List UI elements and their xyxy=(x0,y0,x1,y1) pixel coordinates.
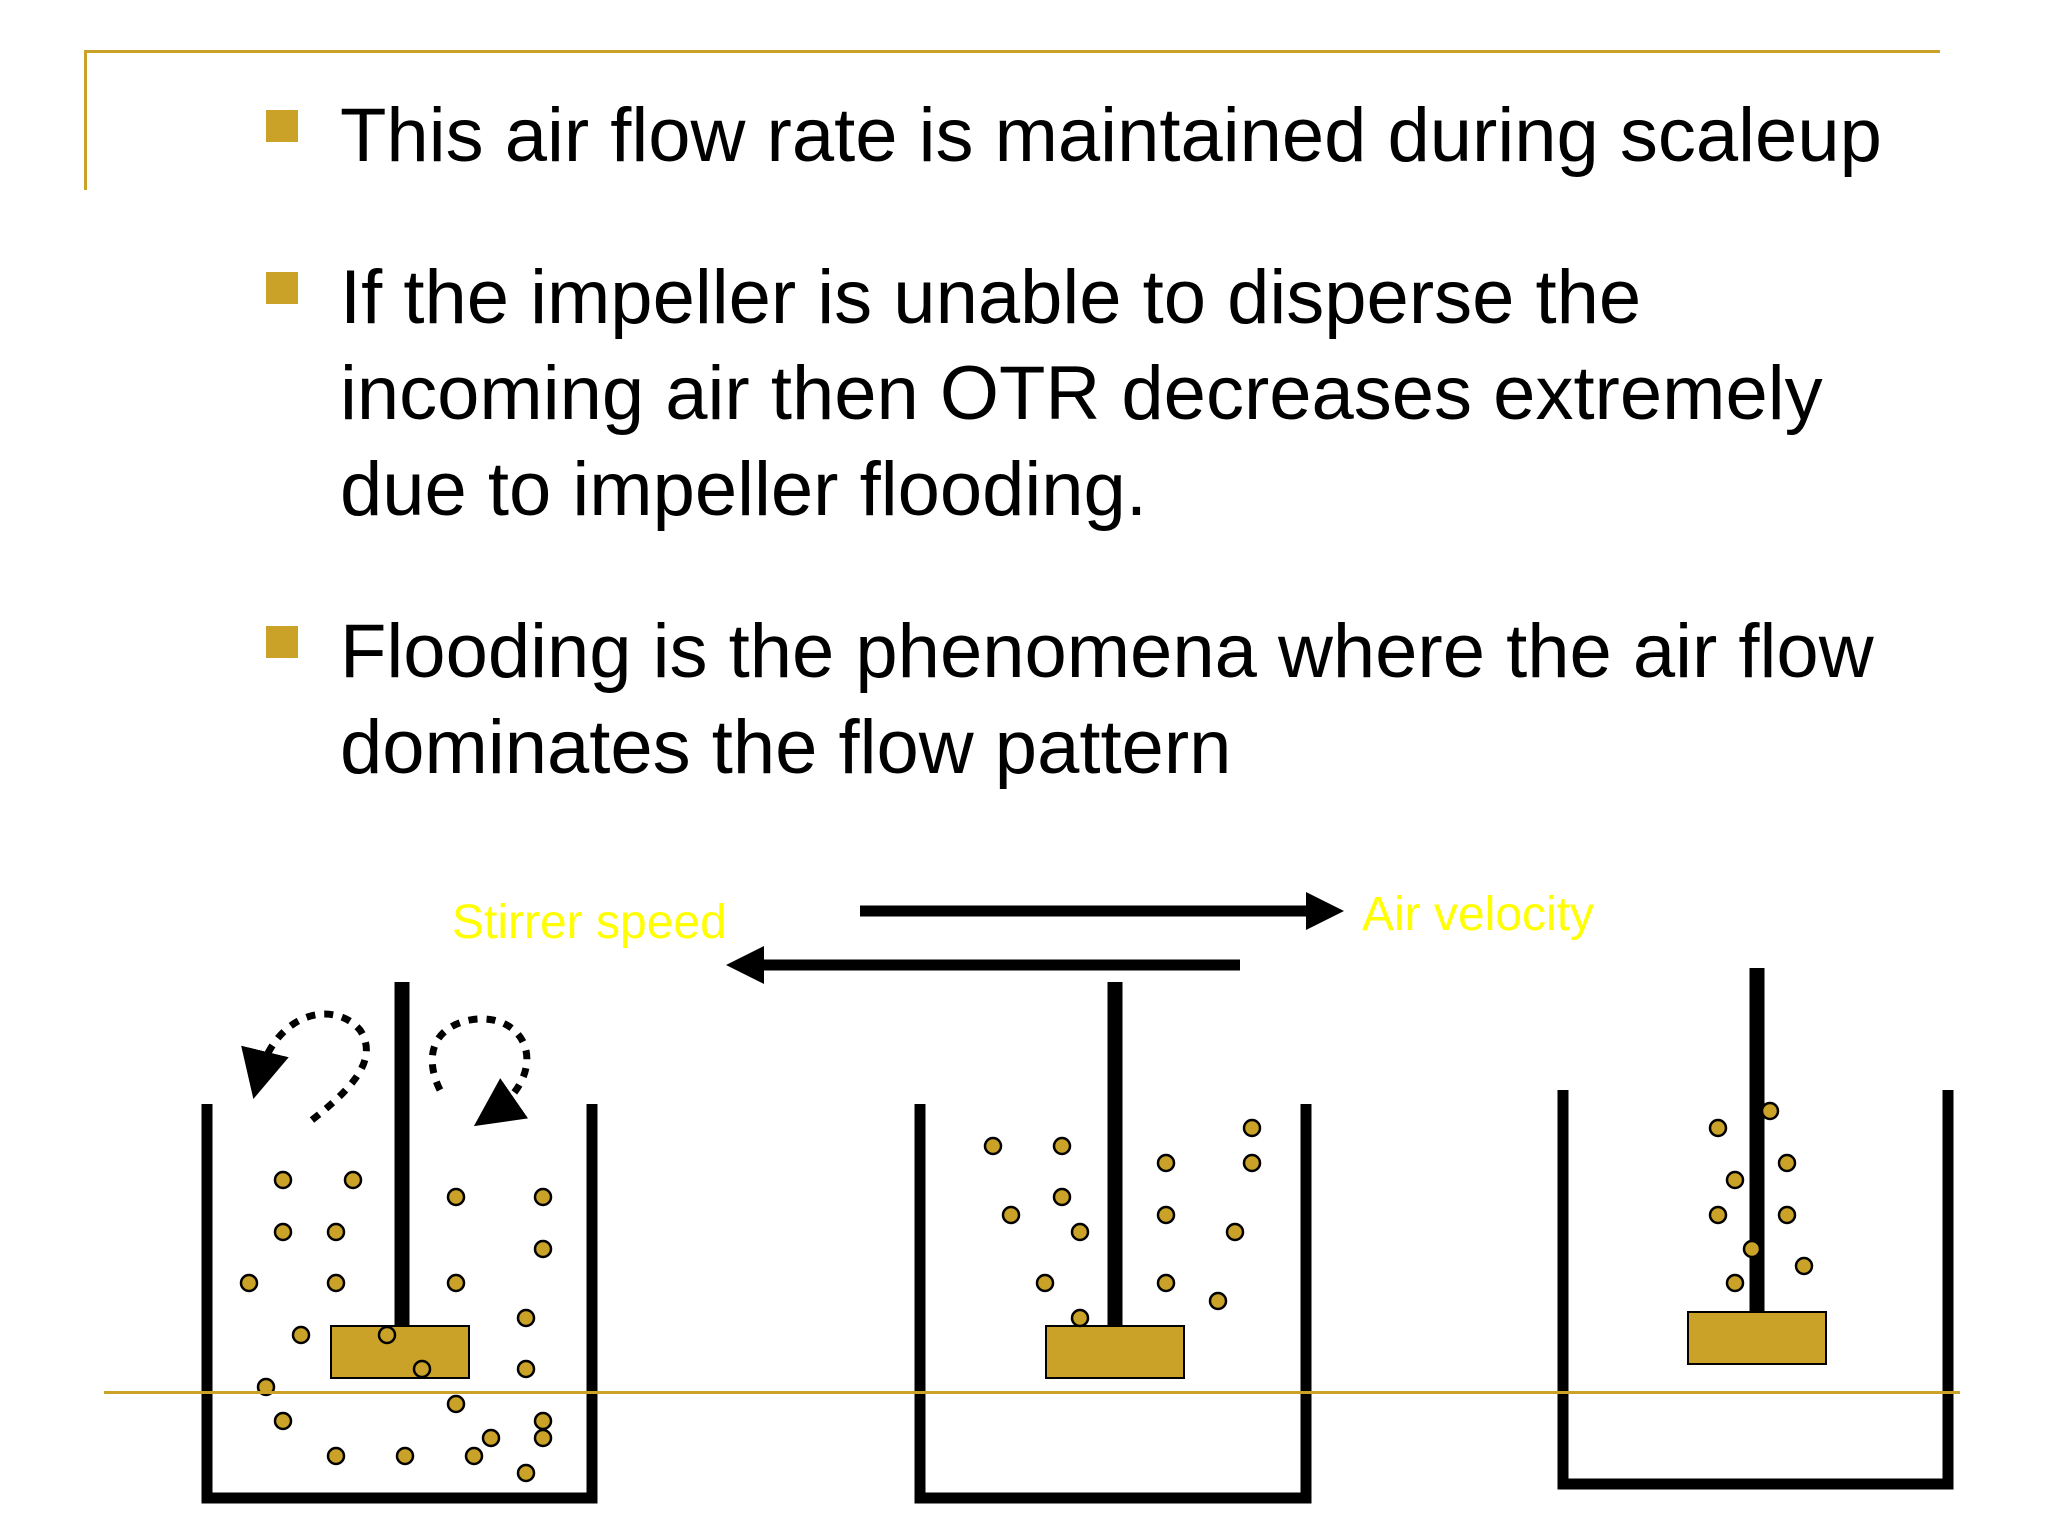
air-bubble xyxy=(1208,1291,1228,1311)
vessel-wall xyxy=(201,1104,598,1504)
air-bubble xyxy=(516,1359,536,1379)
air-bubble xyxy=(533,1411,553,1431)
air-bubbles xyxy=(1708,1101,1814,1293)
air-bubble xyxy=(481,1428,501,1448)
circulation-arrow-right xyxy=(428,1015,531,1127)
air-bubble xyxy=(464,1446,484,1466)
air-bubble xyxy=(1742,1239,1762,1259)
circulation-arrow-left xyxy=(241,1010,370,1123)
bullet-list: This air flow rate is maintained during … xyxy=(262,88,1962,862)
air-bubble xyxy=(1070,1222,1090,1242)
air-bubble xyxy=(1242,1118,1262,1138)
air-bubbles xyxy=(983,1118,1262,1328)
air-bubble xyxy=(343,1170,363,1190)
bullet-square-icon xyxy=(266,110,298,142)
bullet-text: This air flow rate is maintained during … xyxy=(340,93,1882,178)
air-bubble xyxy=(395,1446,415,1466)
bullet-text: If the impeller is unable to disperse th… xyxy=(340,255,1823,532)
air-bubble xyxy=(1070,1308,1090,1328)
vessel-flooded xyxy=(1557,968,1954,1490)
bullet-square-icon xyxy=(266,626,298,658)
air-bubble xyxy=(1156,1273,1176,1293)
air-bubble xyxy=(1156,1205,1176,1225)
air-bubble xyxy=(533,1187,553,1207)
air-bubble xyxy=(273,1411,293,1431)
air-bubble xyxy=(1156,1153,1176,1173)
air-bubble xyxy=(533,1239,553,1259)
air-bubble xyxy=(326,1222,346,1242)
air-bubble xyxy=(1760,1101,1780,1121)
air-bubble xyxy=(1708,1205,1728,1225)
impeller-blade xyxy=(330,1325,470,1379)
air-bubble xyxy=(1001,1205,1021,1225)
air-bubble xyxy=(326,1446,346,1466)
bullet-item: Flooding is the phenomena where the air … xyxy=(262,604,1962,796)
bullet-item: If the impeller is unable to disperse th… xyxy=(262,250,1962,538)
air-bubble xyxy=(273,1222,293,1242)
air-bubble xyxy=(412,1359,432,1379)
air-bubble xyxy=(1794,1256,1814,1276)
air-bubble xyxy=(1225,1222,1245,1242)
bullet-square-icon xyxy=(266,272,298,304)
air-bubble xyxy=(1242,1153,1262,1173)
air-bubble xyxy=(1777,1153,1797,1173)
air-bubble xyxy=(983,1136,1003,1156)
air-bubble xyxy=(273,1170,293,1190)
air-bubble xyxy=(1725,1273,1745,1293)
bullet-item: This air flow rate is maintained during … xyxy=(262,88,1962,184)
vessel-wall xyxy=(914,1104,1312,1504)
air-bubble xyxy=(446,1394,466,1414)
slide-frame-top-line xyxy=(84,50,1940,53)
air-bubble xyxy=(446,1187,466,1207)
slide-frame-left-line xyxy=(84,50,87,190)
air-bubble xyxy=(239,1273,259,1293)
air-bubble xyxy=(1777,1205,1797,1225)
air-bubble xyxy=(1052,1136,1072,1156)
bullet-text: Flooding is the phenomena where the air … xyxy=(340,609,1874,790)
air-velocity-label: Air velocity xyxy=(1362,888,1594,941)
air-bubble xyxy=(377,1325,397,1345)
air-bubble xyxy=(516,1308,536,1328)
impeller-blade xyxy=(1045,1325,1185,1379)
stirrer-speed-arrow xyxy=(726,946,1240,984)
impeller-blade xyxy=(1687,1311,1827,1365)
air-bubble xyxy=(1725,1170,1745,1190)
air-bubble xyxy=(291,1325,311,1345)
air-bubble xyxy=(326,1273,346,1293)
vessel-wall xyxy=(1557,1090,1954,1490)
air-bubble xyxy=(533,1428,553,1448)
vessel-partially-flooded xyxy=(914,982,1312,1504)
air-bubbles xyxy=(239,1170,553,1483)
air-bubble xyxy=(516,1463,536,1483)
vessel-dispersed xyxy=(201,982,598,1504)
air-velocity-arrow xyxy=(860,892,1344,930)
air-bubble xyxy=(1035,1273,1055,1293)
air-bubble xyxy=(1708,1118,1728,1138)
air-bubble xyxy=(1052,1187,1072,1207)
air-bubble xyxy=(446,1273,466,1293)
stirrer-speed-label: Stirrer speed xyxy=(452,896,727,949)
slide-frame-bottom-line xyxy=(104,1391,1960,1394)
